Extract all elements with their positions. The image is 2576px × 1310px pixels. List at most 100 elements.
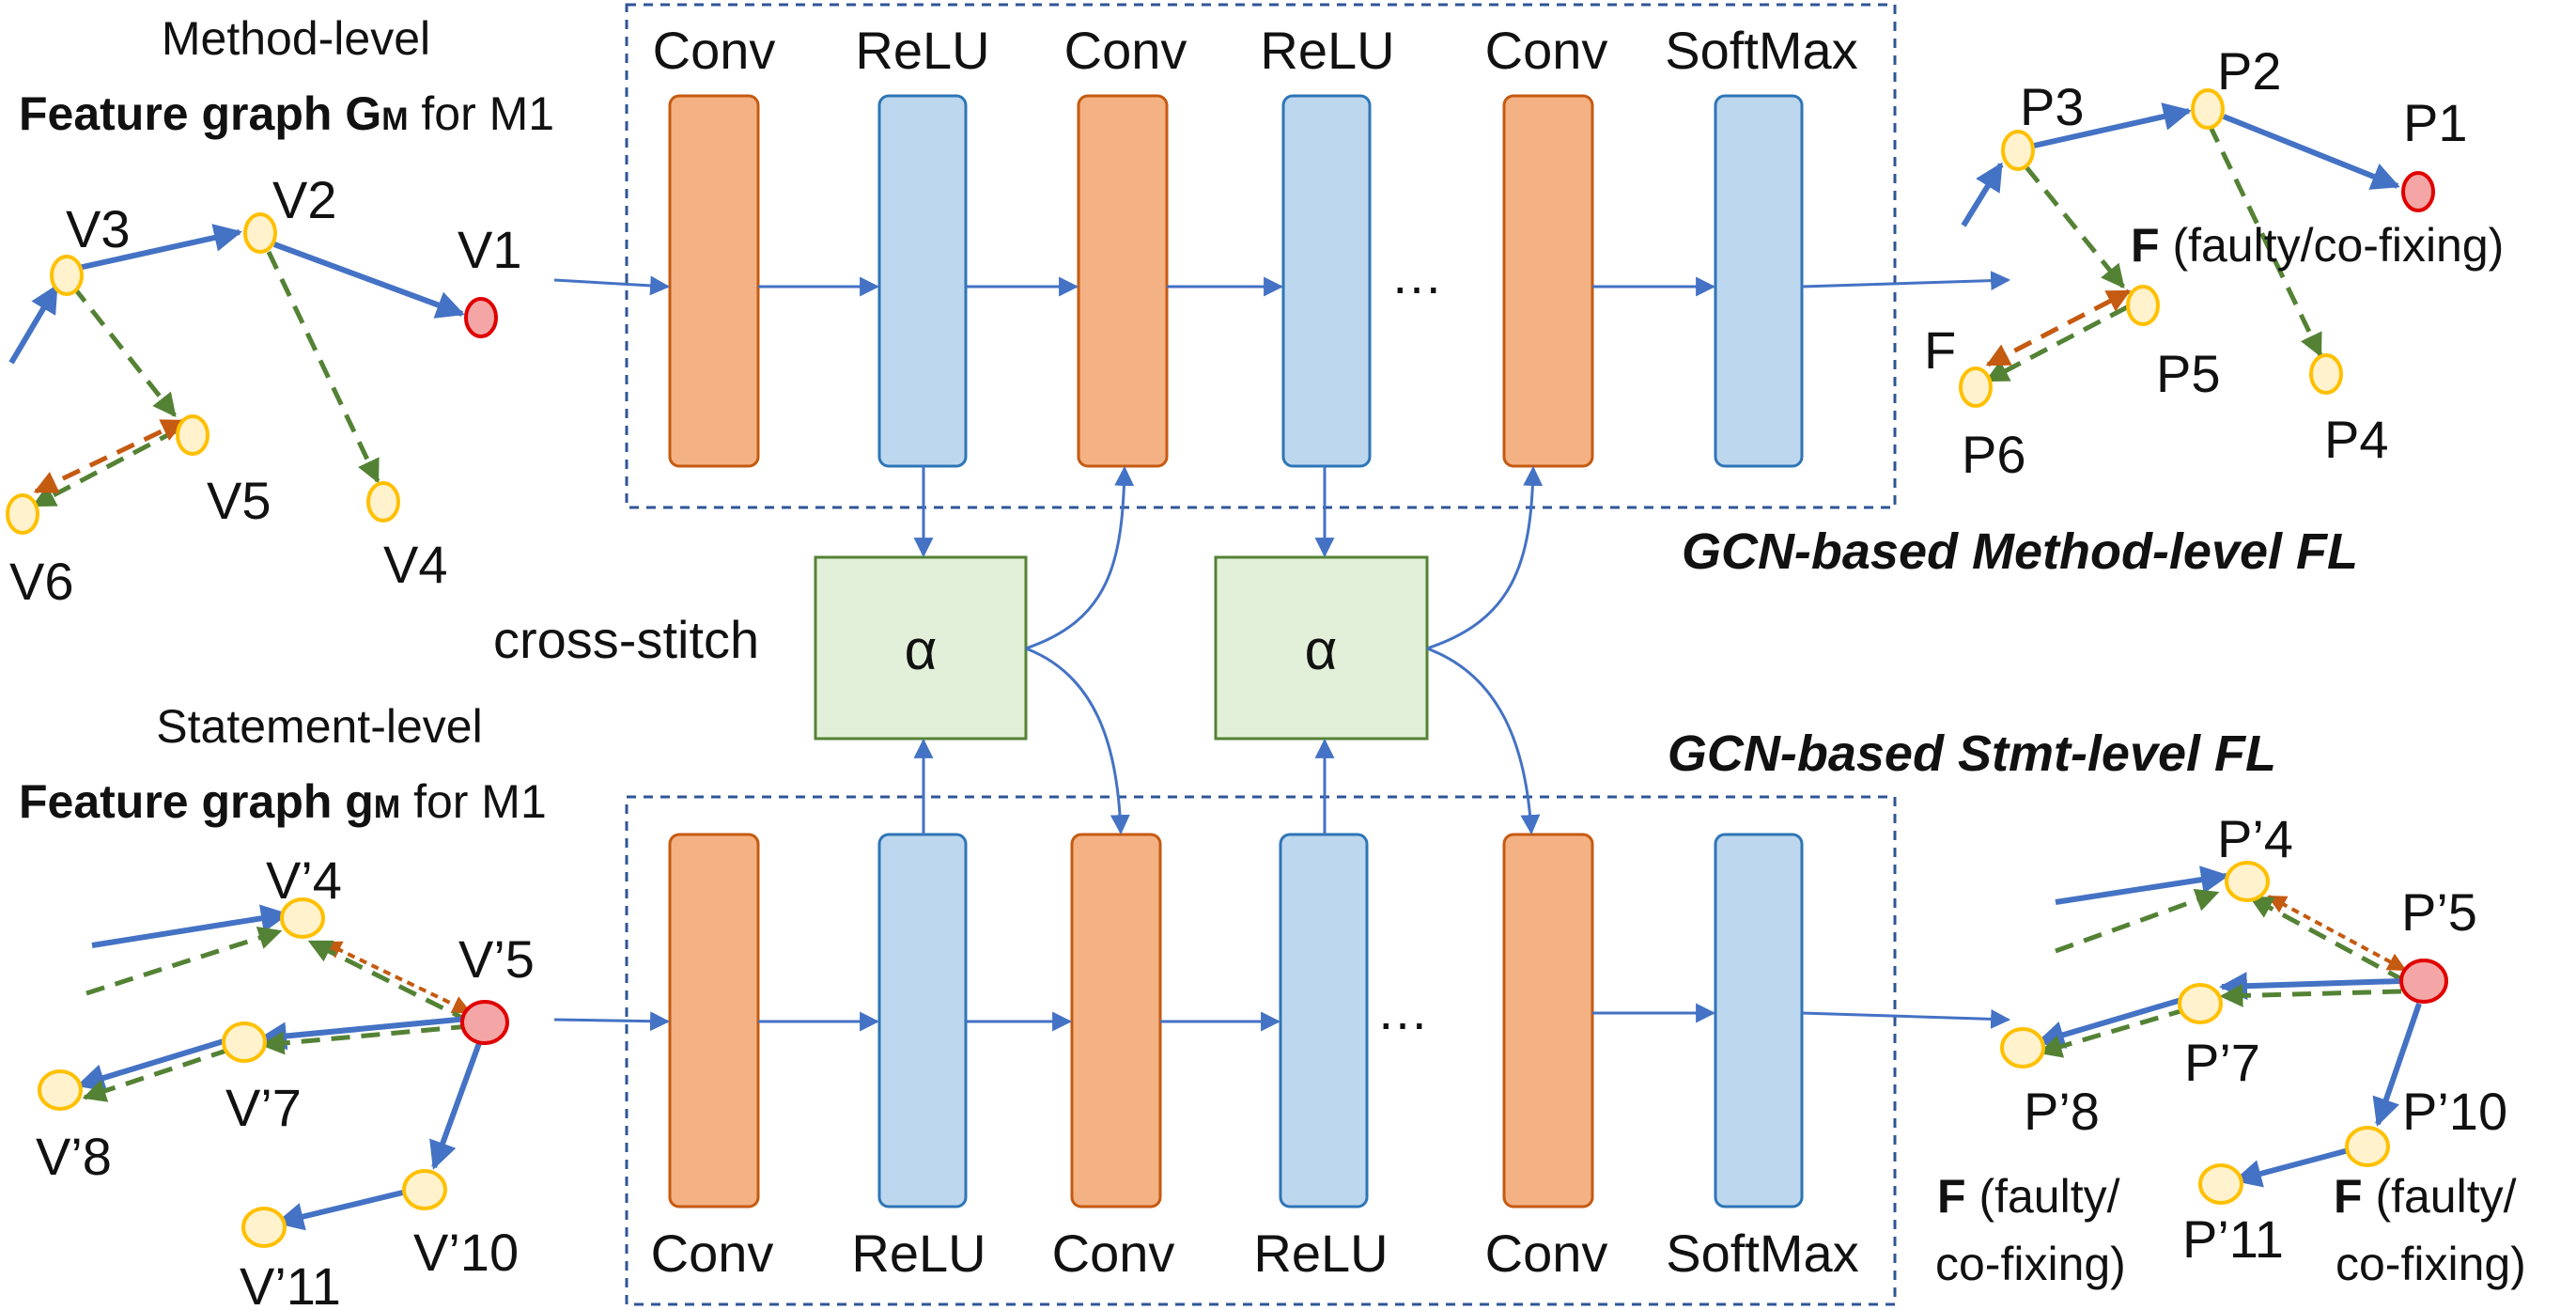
layer-ellipsis: …: [1376, 981, 1429, 1040]
relu-layer: [877, 833, 968, 1209]
graph-edge: [2055, 888, 2220, 954]
flow-arrow: [1801, 271, 2011, 291]
graph-edge: [2207, 123, 2323, 358]
alpha-symbol: α: [905, 618, 938, 681]
node-label: V’11: [240, 1256, 341, 1310]
node-label: V’4: [266, 850, 342, 910]
graph-edge: [258, 1016, 469, 1051]
stmt-network: Conv ReLU Conv ReLU Conv SoftMax … GCN-b…: [553, 725, 2276, 1283]
stmt-feature-graph: Statement-level Feature graph gM for M1 …: [19, 700, 547, 1310]
conv-layer: [1502, 94, 1594, 468]
graph-level-label: Statement-level: [156, 700, 482, 753]
graph-edge: [1984, 304, 2129, 383]
graph-node: [6, 493, 39, 535]
graph-node: [241, 1207, 287, 1248]
graph-node: [366, 481, 400, 522]
graph-node-faulty: [2401, 171, 2435, 212]
graph-node: [222, 1021, 267, 1063]
alpha-symbol: α: [1305, 618, 1338, 681]
node-label: P3: [2020, 77, 2085, 136]
cross-stitch-label: cross-stitch: [493, 610, 759, 669]
graph-node: [402, 1169, 447, 1210]
node-label: V5: [207, 471, 272, 530]
graph-level-label: Method-level: [162, 12, 430, 65]
graph-node: [176, 414, 209, 456]
node-label: P’7: [2184, 1033, 2260, 1092]
layer-label: Conv: [1485, 21, 1608, 80]
graph-edge: [2248, 895, 2407, 984]
node-label: V4: [383, 535, 448, 594]
graph-edge: [82, 1047, 230, 1102]
faulty-note: F (faulty/: [2334, 1170, 2517, 1223]
layer-label: Conv: [1485, 1224, 1608, 1283]
graph-edge: [2219, 983, 2402, 1007]
cross-stitch-unit: [814, 555, 1028, 741]
conv-layer: [668, 833, 760, 1209]
graph-edge: [33, 418, 186, 494]
graph-node: [2178, 983, 2223, 1024]
graph-edge: [2033, 102, 2192, 148]
graph-edge: [85, 926, 283, 996]
node-label: V’10: [413, 1223, 519, 1282]
faulty-note: co-fixing): [1935, 1238, 2126, 1290]
graph-edge: [266, 250, 380, 484]
graph-node-faulty: [2399, 959, 2448, 1004]
faulty-note: co-fixing): [2335, 1238, 2526, 1290]
method-feature-graph: Method-level Feature graph GM for M1 V3 …: [6, 12, 554, 611]
graph-edge: [71, 285, 177, 417]
graph-node: [2191, 88, 2225, 130]
node-label: P’8: [2024, 1082, 2100, 1141]
layer-label: ReLU: [851, 1224, 985, 1283]
relu-layer: [877, 94, 968, 468]
graph-edge: [275, 1189, 408, 1231]
graph-edge: [2372, 1003, 2422, 1127]
node-label: V2: [272, 170, 337, 229]
layer-label: SoftMax: [1666, 1224, 1858, 1283]
graph-edge: [65, 224, 242, 273]
link-curve: [1025, 647, 1130, 835]
relu-layer: [1281, 94, 1372, 468]
layer-label: ReLU: [855, 21, 989, 80]
softmax-layer: [1714, 833, 1804, 1209]
layer-label: ReLU: [1260, 21, 1394, 80]
graph-title: Feature graph gM for M1: [19, 775, 547, 828]
node-label: P’11: [2182, 1209, 2284, 1269]
graph-edge: [76, 1038, 225, 1092]
method-network-box: [625, 3, 1897, 509]
graph-node: [243, 212, 277, 254]
graph-node: [2000, 1027, 2045, 1068]
link-curve: [1426, 647, 1541, 835]
graph-node: [2198, 1163, 2243, 1205]
layer-label: Conv: [1052, 1224, 1175, 1283]
graph-edge: [2025, 165, 2125, 289]
flow-arrow: [553, 1011, 671, 1032]
node-label: P5: [2156, 344, 2221, 403]
node-label: V6: [9, 552, 74, 611]
layer-label: ReLU: [1253, 1224, 1388, 1283]
graph-edge: [2036, 997, 2182, 1049]
graph-edge: [2055, 866, 2229, 905]
graph-edge: [429, 1041, 482, 1170]
stmt-network-caption: GCN-based Stmt-level FL: [1668, 725, 2276, 782]
method-network: Conv ReLU Conv ReLU Conv SoftMax … GCN-b…: [553, 21, 2358, 580]
faulty-note: F (faulty/co-fixing): [2131, 219, 2504, 272]
graph-edge: [322, 941, 472, 1014]
node-label: V’5: [458, 929, 535, 989]
conv-layer: [1502, 833, 1594, 1209]
conv-layer: [1070, 833, 1162, 1209]
node-label: V3: [66, 199, 131, 258]
node-label: V’8: [36, 1127, 112, 1186]
layer-label: Conv: [1064, 21, 1187, 80]
graph-node: [50, 255, 84, 296]
graph-edge: [91, 904, 289, 948]
graph-node: [2225, 861, 2270, 902]
graph-node: [2309, 353, 2343, 395]
graph-edge: [2222, 114, 2400, 190]
graph-node: [2126, 285, 2160, 326]
graph-edge: [2267, 895, 2407, 972]
method-output-graph: P3 P2 P1 P5 P4 P6 F (faulty/co-fixing) F: [1924, 41, 2504, 484]
graph-edge: [260, 1023, 471, 1055]
graph-node: [280, 897, 325, 939]
node-label: V’7: [225, 1078, 302, 1137]
